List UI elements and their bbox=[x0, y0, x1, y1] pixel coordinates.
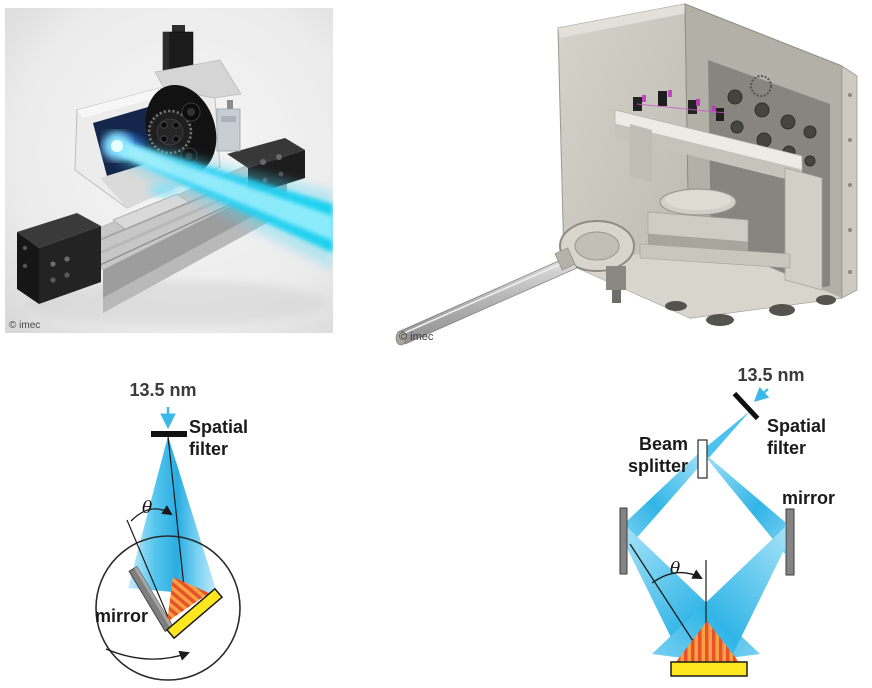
sample-bar bbox=[670, 661, 748, 677]
port-fan bbox=[750, 75, 772, 97]
diagram-beam-splitter-setup: 13.5 nm Spatial filter Beam splitter mir… bbox=[619, 365, 835, 677]
imec-credit: © imec bbox=[399, 331, 434, 343]
load-lock-arm bbox=[395, 220, 635, 346]
rotation-direction-arrow bbox=[105, 648, 190, 661]
spatial-filter-bar bbox=[732, 391, 760, 421]
incoming-beam-arrow bbox=[753, 386, 770, 402]
wavelength-label: 13.5 nm bbox=[737, 365, 804, 385]
sample-bar bbox=[165, 587, 224, 640]
chamber-flange bbox=[841, 65, 858, 299]
theta-symbol: θ bbox=[670, 559, 680, 579]
spatial-filter-label-1: Spatial bbox=[189, 417, 248, 437]
beam-filter-to-splitter bbox=[700, 411, 750, 460]
chamber-feet bbox=[665, 295, 836, 326]
beam-splitter-label-1: Beam bbox=[639, 434, 688, 454]
beam-splitter-to-left-mirror bbox=[627, 452, 705, 549]
photo-vacuum-chamber-render: © imec bbox=[395, 3, 858, 346]
spatial-filter-bar bbox=[151, 431, 187, 437]
theta-arc-arrow bbox=[651, 569, 703, 584]
rotation-stage-circle bbox=[95, 535, 241, 681]
beam-splitter-label-2: splitter bbox=[628, 456, 688, 476]
mirror-label: mirror bbox=[782, 488, 835, 508]
beam-splitter-plate bbox=[697, 439, 708, 479]
diverging-beam-cone bbox=[128, 436, 218, 596]
interference-fringe-region bbox=[167, 577, 209, 622]
xy-stage bbox=[639, 243, 791, 269]
side-bracket bbox=[216, 100, 241, 152]
central-ray bbox=[167, 435, 187, 607]
beam-splitter-to-right-mirror bbox=[704, 453, 785, 554]
yoke-motor bbox=[606, 266, 626, 290]
chamber-ports bbox=[727, 89, 817, 167]
stage-end-block-left bbox=[17, 213, 101, 304]
diagram-lloyds-mirror: 13.5 nm Spatial filter θ mirror bbox=[95, 380, 248, 681]
chamber-floor bbox=[564, 246, 842, 318]
optics-shelf bbox=[614, 90, 823, 291]
theta-symbol: θ bbox=[142, 498, 152, 518]
floor-shadow bbox=[25, 281, 325, 325]
beams bbox=[627, 411, 785, 664]
right-mirror-bar bbox=[785, 508, 795, 576]
spatial-filter-label-1: Spatial bbox=[767, 416, 826, 436]
carriage-rail bbox=[112, 193, 190, 230]
spatial-filter-label-2: filter bbox=[767, 438, 806, 458]
shelf-support bbox=[784, 167, 823, 291]
mirror-label: mirror bbox=[95, 606, 148, 626]
imec-credit: © imec bbox=[9, 320, 40, 331]
photo-euv-scanner-render: © imec bbox=[5, 8, 333, 333]
spatial-filter-label-2: filter bbox=[189, 439, 228, 459]
wafer-stage bbox=[639, 188, 791, 269]
interference-fringe-region bbox=[676, 621, 739, 662]
mirror-plane-line bbox=[126, 519, 172, 625]
left-mirror-bar bbox=[619, 507, 628, 575]
wavelength-label: 13.5 nm bbox=[129, 380, 196, 400]
euv-laser-beam bbox=[103, 132, 333, 270]
theta-arc-arrow bbox=[130, 505, 173, 522]
optical-mounts bbox=[633, 90, 727, 121]
